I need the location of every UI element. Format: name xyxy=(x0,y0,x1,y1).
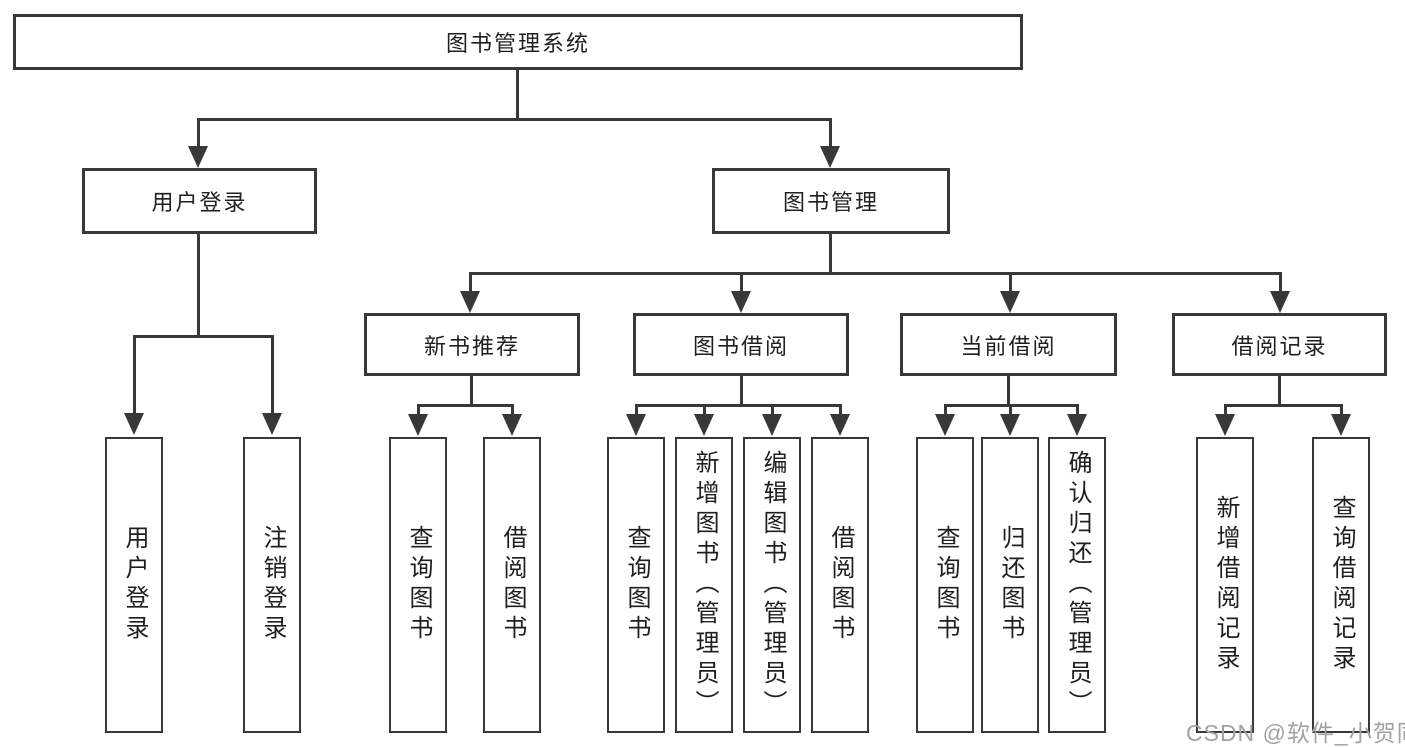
node-current-borrow-label: 当前借阅 xyxy=(960,333,1057,359)
connector-book-management-stem xyxy=(829,233,832,274)
leaf-query-books-3: 查询图书 xyxy=(916,437,974,733)
arrowhead-return-book-icon xyxy=(1000,414,1020,436)
leaf-return-book: 归还图书 xyxy=(981,437,1039,733)
node-new-book-recommend: 新书推荐 xyxy=(364,313,580,376)
leaf-add-borrow-record: 新增借阅记录 xyxy=(1196,437,1254,733)
leaf-add-book-admin: 新增图书（管理员） xyxy=(675,437,733,733)
connector-drop-add-record xyxy=(1224,404,1227,416)
leaf-borrow-books-1-label: 借阅图书 xyxy=(499,525,526,645)
node-book-management-label: 图书管理 xyxy=(782,190,879,215)
connector-drop-book-borrow xyxy=(740,272,743,294)
arrowhead-current-borrow-icon xyxy=(1000,291,1020,313)
connector-root-stem xyxy=(516,68,519,120)
leaf-return-book-label: 归还图书 xyxy=(997,525,1024,645)
node-root-label: 图书管理系统 xyxy=(445,31,590,56)
leaf-query-books-1-label: 查询图书 xyxy=(405,525,432,645)
connector-drop-edit-book xyxy=(771,404,774,416)
arrowhead-add-record-icon xyxy=(1215,414,1235,436)
node-borrow-records-label: 借阅记录 xyxy=(1231,333,1328,359)
connector-book-borrow-bar xyxy=(635,404,841,407)
leaf-user-login-label: 用户登录 xyxy=(121,525,148,645)
leaf-query-borrow-record-label: 查询借阅记录 xyxy=(1328,495,1355,675)
connector-user-login-stem xyxy=(197,233,200,337)
node-current-borrow: 当前借阅 xyxy=(900,313,1117,376)
leaf-query-borrow-record: 查询借阅记录 xyxy=(1312,437,1370,733)
connector-drop-leaf-user-login xyxy=(133,335,136,415)
leaf-logout: 注销登录 xyxy=(243,437,301,733)
node-book-borrow-label: 图书借阅 xyxy=(692,333,789,359)
connector-drop-query-books-3 xyxy=(944,404,947,416)
connector-root-bar xyxy=(197,118,831,121)
leaf-edit-book-admin-label: 编辑图书（管理员） xyxy=(759,450,786,720)
node-user-login-label: 用户登录 xyxy=(151,190,248,215)
arrowhead-borrow-books-2-icon xyxy=(830,414,850,436)
connector-drop-query-books-2 xyxy=(635,404,638,416)
arrowhead-leaf-user-login-icon xyxy=(124,413,144,435)
node-root-library-system: 图书管理系统 xyxy=(13,14,1023,70)
node-user-login: 用户登录 xyxy=(82,168,317,234)
leaf-logout-label: 注销登录 xyxy=(259,525,286,645)
leaf-query-books-2: 查询图书 xyxy=(607,437,665,733)
connector-current-borrow-stem xyxy=(1007,375,1010,406)
connector-borrow-records-stem xyxy=(1278,375,1281,406)
leaf-confirm-return-admin: 确认归还（管理员） xyxy=(1048,437,1106,733)
connector-drop-current-borrow xyxy=(1009,272,1012,294)
connector-book-management-bar xyxy=(469,272,1282,275)
leaf-confirm-return-admin-label: 确认归还（管理员） xyxy=(1064,450,1091,720)
connector-borrow-records-bar xyxy=(1224,404,1342,407)
arrowhead-query-books-3-icon xyxy=(935,414,955,436)
arrowhead-book-borrow-icon xyxy=(731,291,751,313)
arrowhead-new-book-icon xyxy=(460,291,480,313)
leaf-borrow-books-2-label: 借阅图书 xyxy=(827,525,854,645)
arrowhead-user-login-icon xyxy=(188,146,208,168)
leaf-query-books-2-label: 查询图书 xyxy=(623,525,650,645)
csdn-watermark: CSDN @软件_小贺同学 xyxy=(1186,720,1405,746)
node-book-borrow: 图书借阅 xyxy=(633,313,849,376)
connector-new-book-bar xyxy=(417,404,513,407)
arrowhead-query-record-icon xyxy=(1331,414,1351,436)
arrowhead-add-book-icon xyxy=(694,414,714,436)
connector-new-book-stem xyxy=(470,375,473,406)
leaf-edit-book-admin: 编辑图书（管理员） xyxy=(743,437,801,733)
connector-drop-query-books-1 xyxy=(417,404,420,416)
connector-drop-confirm-return xyxy=(1076,404,1079,416)
connector-drop-return-book xyxy=(1009,404,1012,416)
arrowhead-query-books-1-icon xyxy=(408,414,428,436)
connector-book-borrow-stem xyxy=(740,375,743,406)
leaf-borrow-books-2: 借阅图书 xyxy=(811,437,869,733)
leaf-add-book-admin-label: 新增图书（管理员） xyxy=(691,450,718,720)
connector-drop-borrow-books-1 xyxy=(511,404,514,416)
connector-drop-new-book xyxy=(469,272,472,294)
arrowhead-borrow-records-icon xyxy=(1270,291,1290,313)
arrowhead-query-books-2-icon xyxy=(626,414,646,436)
arrowhead-leaf-logout-icon xyxy=(262,413,282,435)
connector-drop-borrow-books-2 xyxy=(839,404,842,416)
arrowhead-borrow-books-1-icon xyxy=(502,414,522,436)
connector-drop-add-book xyxy=(703,404,706,416)
arrowhead-edit-book-icon xyxy=(762,414,782,436)
connector-drop-borrow-records xyxy=(1279,272,1282,294)
leaf-borrow-books-1: 借阅图书 xyxy=(483,437,541,733)
leaf-user-login: 用户登录 xyxy=(105,437,163,733)
connector-drop-query-record xyxy=(1340,404,1343,416)
connector-drop-book-management xyxy=(829,118,832,148)
leaf-query-books-3-label: 查询图书 xyxy=(932,525,959,645)
leaf-query-books-1: 查询图书 xyxy=(389,437,447,733)
arrowhead-confirm-return-icon xyxy=(1067,414,1087,436)
node-book-management: 图书管理 xyxy=(712,168,950,234)
node-borrow-records: 借阅记录 xyxy=(1172,313,1387,376)
connector-drop-user-login xyxy=(197,118,200,148)
leaf-add-borrow-record-label: 新增借阅记录 xyxy=(1212,495,1239,675)
node-new-book-recommend-label: 新书推荐 xyxy=(423,333,520,359)
connector-user-login-bar xyxy=(133,335,274,338)
connector-drop-leaf-logout xyxy=(271,335,274,415)
arrowhead-book-management-icon xyxy=(820,146,840,168)
